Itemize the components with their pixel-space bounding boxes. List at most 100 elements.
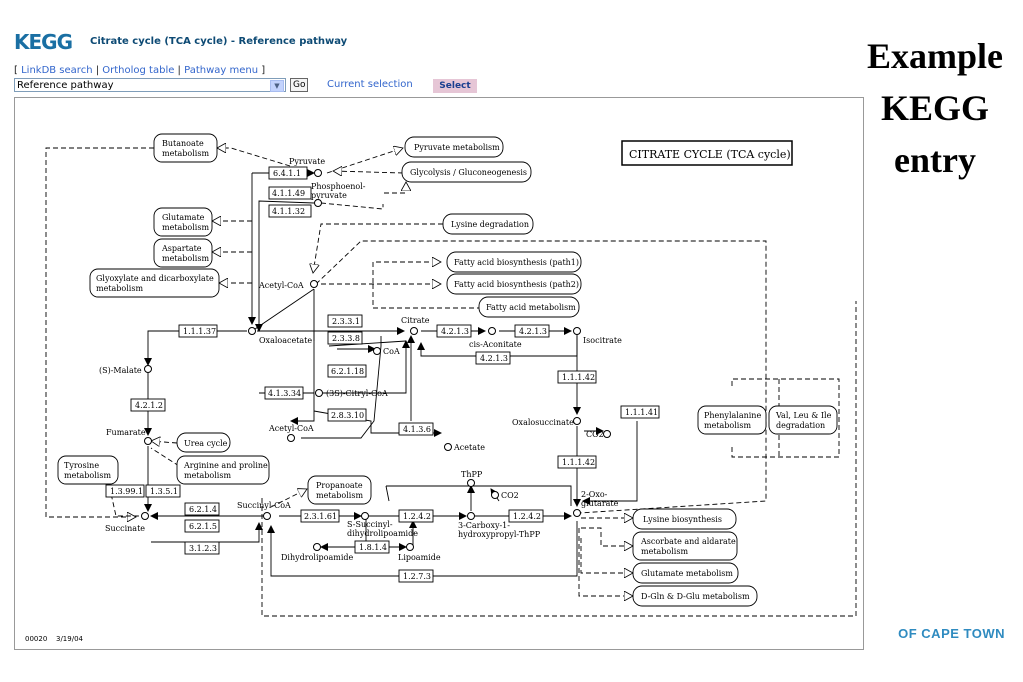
compound-node[interactable]	[141, 512, 149, 520]
enzyme-box[interactable]	[327, 331, 363, 345]
compound-node[interactable]	[573, 509, 581, 517]
enzyme-box[interactable]	[268, 186, 312, 200]
enzyme-box[interactable]	[398, 422, 434, 436]
pathway-lysine-degradation[interactable]	[442, 213, 534, 235]
enzyme-box[interactable]	[105, 484, 145, 498]
pathway-select[interactable]: Reference pathway ▼	[14, 78, 286, 92]
compound-label: ThPP	[461, 470, 483, 479]
compound-node[interactable]	[467, 479, 475, 487]
compound-node[interactable]	[263, 512, 271, 520]
pathway-fatty-acid-path1[interactable]	[446, 251, 582, 273]
pathway-lysine-biosynthesis[interactable]	[632, 508, 737, 530]
compound-node[interactable]	[410, 327, 418, 335]
pathway-label: Glutamate metabolism	[641, 569, 733, 578]
compound-node[interactable]	[310, 280, 318, 288]
enzyme-box[interactable]	[398, 569, 434, 583]
pathway-pyruvate[interactable]	[404, 136, 504, 158]
compound-node[interactable]	[491, 491, 499, 499]
pathway-aspartate[interactable]	[153, 238, 213, 268]
pathway-propanoate[interactable]	[307, 475, 372, 505]
pathway-label: Urea cycle	[184, 439, 228, 448]
enzyme-box[interactable]	[264, 386, 304, 400]
pathway-label: Aspartate	[161, 244, 202, 253]
compound-label: CO2	[501, 491, 519, 500]
compound-node[interactable]	[406, 543, 414, 551]
pathway-glutamate[interactable]	[153, 207, 213, 237]
enzyme-box[interactable]	[178, 324, 218, 338]
kegg-logo[interactable]: KEGG	[14, 30, 73, 54]
enzyme-label: 4.2.1.2	[135, 401, 163, 410]
pathway-tyrosine[interactable]	[57, 455, 119, 485]
enzyme-box[interactable]	[557, 370, 597, 384]
enzyme-box[interactable]	[184, 502, 220, 516]
enzyme-box[interactable]	[436, 324, 472, 338]
enzyme-label: 4.1.3.6	[403, 425, 431, 434]
compound-node[interactable]	[603, 430, 611, 438]
pathway-valine[interactable]	[768, 405, 838, 435]
pathway-glutamate-2[interactable]	[632, 562, 739, 584]
pathway-glycolysis[interactable]	[401, 161, 532, 183]
compound-node[interactable]	[488, 327, 496, 335]
enzyme-box[interactable]	[514, 324, 550, 338]
pathway-phenylalanine[interactable]	[697, 405, 767, 435]
pathway-butanoate[interactable]	[153, 133, 218, 163]
compound-node[interactable]	[444, 443, 452, 451]
enzyme-box[interactable]	[300, 509, 340, 523]
pathway-label: Fatty acid metabolism	[486, 303, 576, 312]
compound-label: pyruvate	[311, 191, 347, 200]
compound-node[interactable]	[248, 327, 256, 335]
select-button[interactable]: Select	[433, 79, 477, 93]
enzyme-box[interactable]	[184, 541, 220, 555]
pathway-ascorbate[interactable]	[632, 531, 738, 561]
enzyme-box[interactable]	[145, 484, 181, 498]
linkdb-search-link[interactable]: LinkDB search	[21, 65, 93, 76]
compound-node[interactable]	[373, 347, 381, 355]
pathway-label: Lysine biosynthesis	[643, 515, 722, 524]
pathway-label: Fatty acid biosynthesis (path1)	[454, 258, 579, 267]
chevron-down-icon[interactable]: ▼	[270, 80, 284, 92]
pathway-label: Tyrosine	[64, 461, 99, 470]
pathway-glyoxylate[interactable]	[89, 268, 220, 298]
compound-node[interactable]	[287, 434, 295, 442]
enzyme-box[interactable]	[130, 398, 166, 412]
compound-label: 3-Carboxy-1-	[458, 521, 510, 530]
enzyme-box[interactable]	[327, 364, 367, 378]
enzyme-box[interactable]	[508, 509, 544, 523]
enzyme-box[interactable]	[557, 455, 597, 469]
enzyme-box[interactable]	[475, 351, 511, 365]
compound-node[interactable]	[573, 417, 581, 425]
pathway-label: D-Gln & D-Glu metabolism	[641, 592, 750, 601]
pathway-fatty-acid-metabolism[interactable]	[478, 296, 580, 318]
compound-node[interactable]	[313, 543, 321, 551]
enzyme-label: 1.8.1.4	[359, 543, 387, 552]
enzyme-box[interactable]	[354, 540, 390, 554]
enzyme-box[interactable]	[327, 408, 367, 422]
enzyme-box[interactable]	[268, 204, 312, 218]
compound-node[interactable]	[573, 327, 581, 335]
go-button[interactable]: Go	[290, 78, 309, 92]
pathway-select-value: Reference pathway	[17, 80, 114, 91]
pathway-fatty-acid-path2[interactable]	[446, 273, 582, 295]
compound-node[interactable]	[315, 389, 323, 397]
enzyme-box[interactable]	[184, 519, 220, 533]
pathway-dgln-dglu[interactable]	[632, 585, 758, 607]
compound-node[interactable]	[314, 199, 322, 207]
compound-node[interactable]	[314, 169, 322, 177]
compound-node[interactable]	[361, 512, 369, 520]
pathway-arginine[interactable]	[176, 455, 270, 485]
pathway-label: Propanoate	[316, 481, 363, 490]
pathway-urea-cycle[interactable]	[176, 432, 231, 453]
enzyme-box[interactable]	[268, 166, 308, 180]
pathway-label: metabolism	[96, 284, 143, 293]
enzyme-box[interactable]	[398, 509, 434, 523]
compound-node[interactable]	[144, 437, 152, 445]
compound-node[interactable]	[467, 512, 475, 520]
enzyme-box[interactable]	[620, 405, 660, 419]
compound-label: 2-Oxo-	[581, 490, 608, 499]
compound-label: glutarate	[581, 499, 619, 508]
compound-node[interactable]	[144, 365, 152, 373]
enzyme-box[interactable]	[327, 314, 363, 328]
page-header: KEGG Citrate cycle (TCA cycle) - Referen…	[14, 30, 854, 95]
pathway-menu-link[interactable]: Pathway menu	[184, 65, 259, 76]
ortholog-table-link[interactable]: Ortholog table	[102, 65, 175, 76]
